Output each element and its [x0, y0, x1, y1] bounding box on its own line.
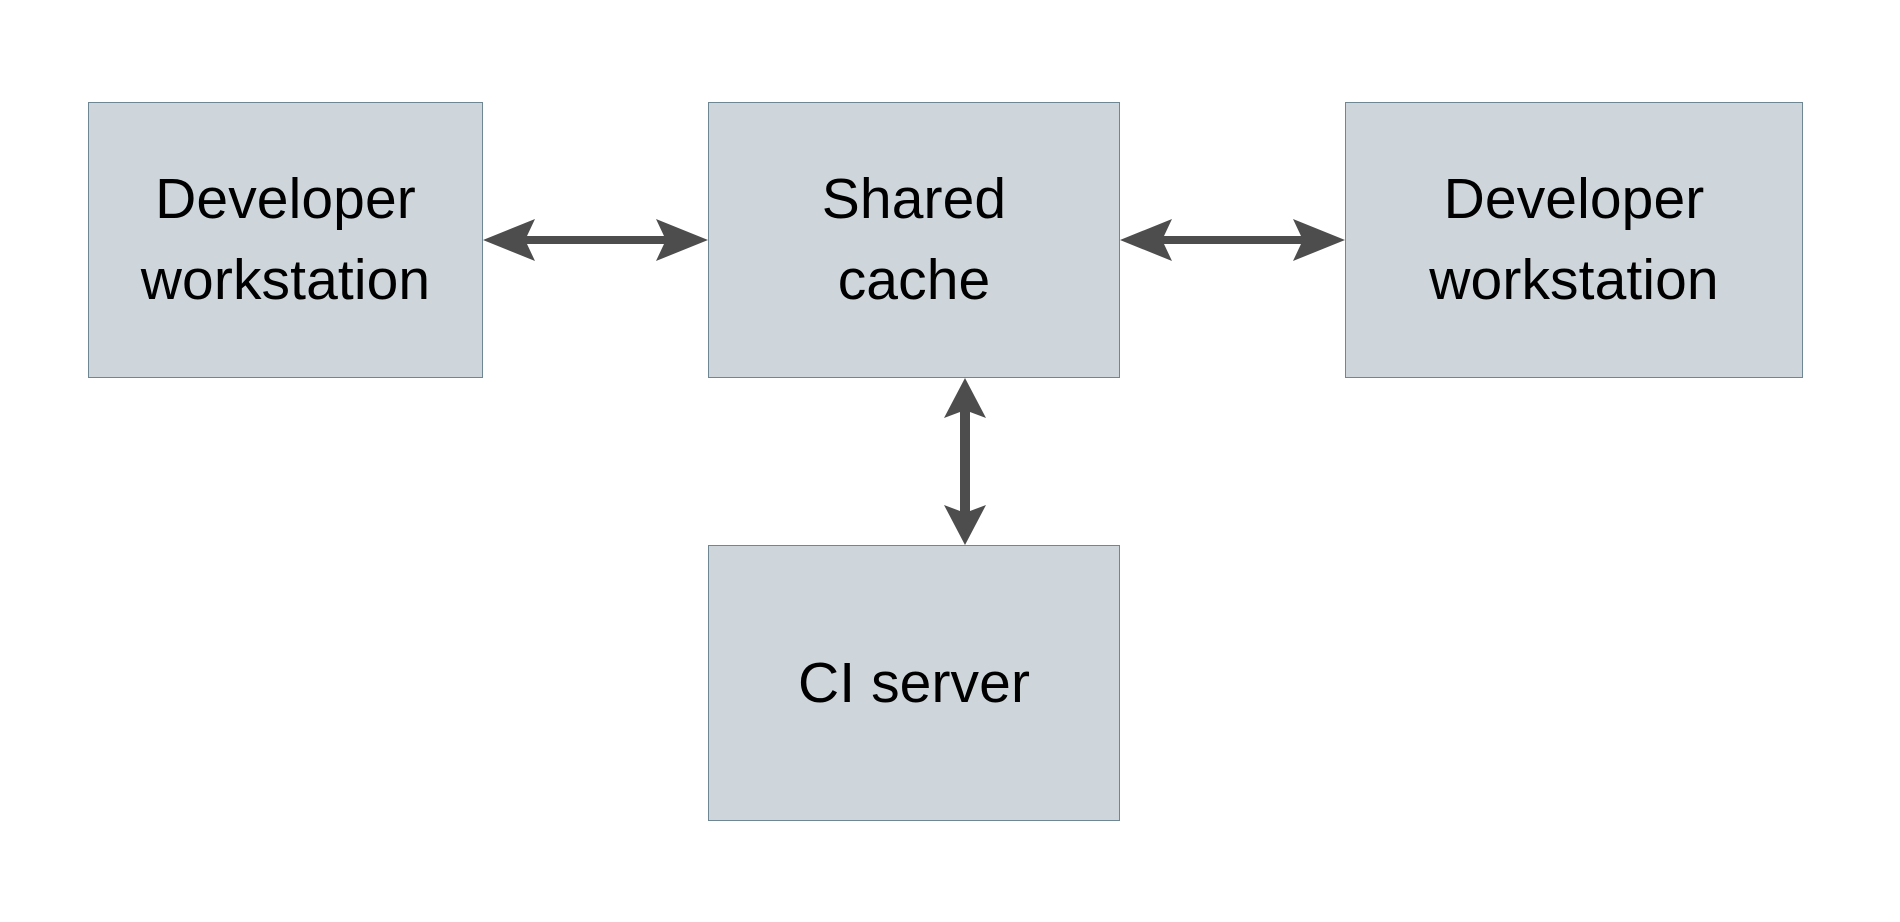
- node-label: Shared cache: [821, 167, 1007, 312]
- node-ci-server[interactable]: CI server: [708, 545, 1120, 821]
- node-developer-workstation-right[interactable]: Developer workstation: [1345, 102, 1803, 378]
- node-label: CI server: [797, 650, 1031, 715]
- double-arrow-icon: [1120, 219, 1345, 261]
- node-label: Developer workstation: [140, 167, 431, 312]
- double-arrow-icon: [483, 219, 708, 261]
- double-arrow-icon: [944, 378, 986, 545]
- node-shared-cache[interactable]: Shared cache: [708, 102, 1120, 378]
- edge-shared-cache-to-ci-server[interactable]: [930, 378, 1000, 545]
- edge-shared-cache-to-developer-right[interactable]: [1120, 205, 1345, 275]
- edge-developer-left-to-shared-cache[interactable]: [483, 205, 708, 275]
- node-label: Developer workstation: [1429, 167, 1719, 312]
- node-developer-workstation-left[interactable]: Developer workstation: [88, 102, 483, 378]
